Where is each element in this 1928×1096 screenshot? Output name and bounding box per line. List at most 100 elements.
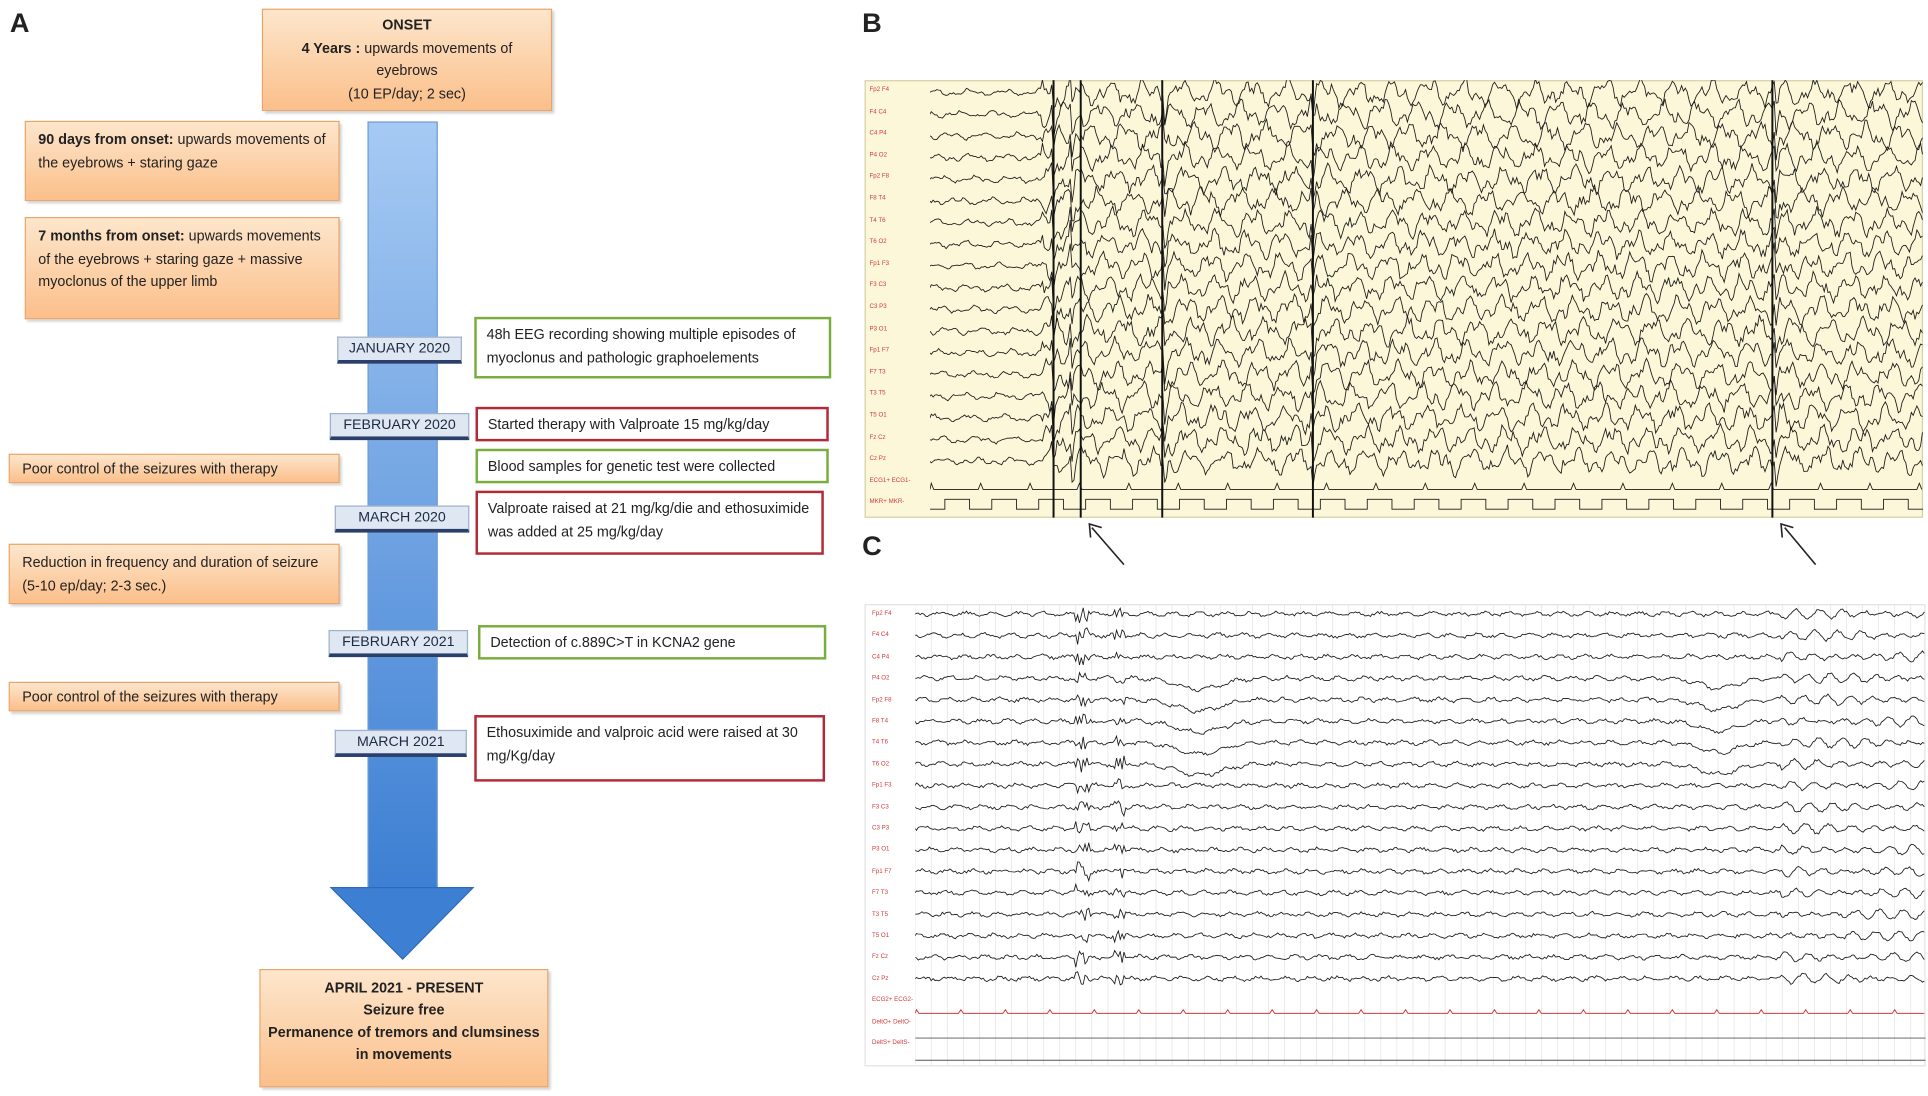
- eeg-trace: [930, 401, 1923, 444]
- event-ethosuximide-raised: Ethosuximide and valproic acid were rais…: [474, 715, 826, 782]
- left-event-poor-control-1: Poor control of the seizures with therap…: [8, 453, 340, 484]
- eeg-c-background: [864, 604, 1926, 1067]
- eeg-channel-label: T5 O1: [869, 411, 887, 420]
- eeg-trace: [930, 357, 1923, 396]
- eeg-trace: [930, 498, 1924, 510]
- eeg-trace: [930, 116, 1923, 161]
- eeg-channel-label: C4 P4: [871, 653, 890, 661]
- onset-frequency: (10 EP/day; 2 sec): [348, 85, 466, 102]
- eeg-channel-label: C3 P3: [869, 303, 887, 311]
- eeg-channel-label: Fp1 F7: [869, 346, 890, 355]
- eeg-trace: [915, 713, 1925, 735]
- date-february-2021: FEBRUARY 2021: [328, 629, 469, 658]
- onset-age: 4 Years :: [301, 40, 361, 57]
- eeg-b-arrows: [1088, 522, 1817, 566]
- eeg-trace: [930, 93, 1923, 139]
- eeg-b-traces: [930, 80, 1924, 518]
- left-event-text: upwards movements of the eyebrows + star…: [38, 131, 326, 171]
- eeg-trace: [930, 220, 1923, 268]
- eeg-trace: [915, 755, 1925, 777]
- date-february-2020: FEBRUARY 2020: [329, 413, 470, 441]
- eeg-trace: [915, 971, 1925, 986]
- eeg-channel-label: P4 O2: [871, 674, 890, 682]
- eeg-channel-label: Fp1 F3: [871, 781, 892, 790]
- eeg-channel-label: ECG1+ ECG1-: [869, 476, 911, 485]
- final-period: APRIL 2021 - PRESENT: [324, 980, 484, 997]
- left-event-reduction: Reduction in frequency and duration of s…: [8, 543, 340, 605]
- eeg-channel-label: F4 C4: [871, 631, 889, 640]
- eeg-b-arrow-1: [1091, 527, 1125, 566]
- event-started-valproate: Started therapy with Valproate 15 mg/kg/…: [475, 406, 829, 442]
- eeg-channel-label: P3 O1: [871, 846, 890, 854]
- onset-description: upwards movements of eyebrows: [360, 40, 513, 80]
- eeg-b-arrow-2: [1784, 527, 1817, 566]
- eeg-channel-label: F3 C3: [871, 803, 889, 811]
- event-blood-samples: Blood samples for genetic test were coll…: [475, 448, 829, 484]
- eeg-trace: [930, 422, 1923, 464]
- panel-c-label: C: [862, 530, 882, 561]
- eeg-trace: [915, 607, 1925, 623]
- panel-a-label: A: [9, 7, 30, 39]
- eeg-trace: [930, 375, 1923, 425]
- left-event-7-months: 7 months from onset: upwards movements o…: [24, 216, 340, 320]
- eeg-channel-label: Fp2 F4: [871, 610, 892, 618]
- eeg-channel-label: P4 O2: [869, 151, 888, 159]
- eeg-channel-label: T3 T5: [871, 910, 889, 918]
- eeg-channel-label: T6 O2: [871, 760, 890, 768]
- eeg-channel-label: F3 C3: [869, 281, 887, 289]
- eeg-trace: [930, 184, 1923, 222]
- eeg-channel-label: Cz Pz: [871, 974, 889, 983]
- left-event-text: upwards movements of the eyebrows + star…: [38, 228, 321, 290]
- eeg-channel-label: ECG2+ ECG2-: [871, 996, 914, 1004]
- eeg-channel-label: Fp1 F7: [871, 867, 892, 876]
- eeg-trace: [915, 693, 1925, 714]
- eeg-channel-label: T5 O1: [871, 932, 890, 940]
- eeg-trace: [930, 312, 1923, 359]
- eeg-trace: [915, 778, 1925, 795]
- final-status: Seizure free: [363, 1002, 445, 1019]
- eeg-channel-label: DeltS+ DeltS-: [871, 1039, 910, 1047]
- arrowhead-icon: [1780, 522, 1794, 538]
- left-event-text: Reduction in frequency and duration of s…: [22, 554, 319, 594]
- eeg-trace: [915, 842, 1925, 856]
- eeg-trace: [930, 441, 1923, 487]
- eeg-trace: [915, 800, 1925, 818]
- eeg-trace: [930, 269, 1923, 314]
- eeg-trace: [915, 1008, 1925, 1014]
- eeg-channel-label: F8 T4: [871, 717, 889, 725]
- eeg-channel-label: F4 C4: [869, 107, 887, 116]
- eeg-channel-label: F7 T3: [871, 889, 889, 897]
- eeg-channel-label: T3 T5: [869, 390, 886, 398]
- event-kcna2-detection: Detection of c.889C>T in KCNA2 gene: [477, 625, 827, 660]
- eeg-trace: [915, 861, 1925, 883]
- final-box: APRIL 2021 - PRESENT Seizure free Perman…: [259, 969, 549, 1088]
- eeg-channel-label: Fz Cz: [869, 433, 886, 441]
- eeg-channel-label: C4 P4: [869, 129, 887, 138]
- eeg-c-traces: [915, 604, 1926, 1067]
- eeg-channel-label: MKR+ MKR-: [869, 498, 905, 506]
- final-note: Permanence of tremors and clumsiness in …: [268, 1024, 540, 1063]
- eeg-channel-label: P3 O1: [869, 324, 888, 333]
- panel-b-label: B: [862, 7, 882, 39]
- eeg-trace: [915, 929, 1925, 944]
- event-valproate-raised: Valproate raised at 21 mg/kg/die and eth…: [475, 490, 824, 555]
- eeg-trace: [915, 627, 1925, 645]
- onset-box: ONSET 4 Years : upwards movements of eye…: [261, 8, 553, 111]
- left-event-poor-control-2: Poor control of the seizures with therap…: [8, 681, 340, 712]
- eeg-channel-label: T4 T6: [869, 216, 886, 224]
- arrowhead-icon: [1088, 522, 1102, 538]
- eeg-channel-label: Fp1 F3: [869, 259, 890, 268]
- eeg-trace: [930, 204, 1923, 249]
- eeg-channel-label: T4 T6: [871, 738, 889, 747]
- eeg-trace: [915, 882, 1925, 899]
- eeg-trace: [930, 242, 1923, 291]
- eeg-channel-label: Fp2 F8: [869, 173, 890, 181]
- eeg-channel-label: F7 T3: [869, 368, 886, 376]
- onset-title: ONSET: [382, 17, 432, 34]
- eeg-trace: [915, 949, 1925, 968]
- eeg-channel-label: DeltO+ DeltO-: [871, 1017, 911, 1026]
- date-january-2020: JANUARY 2020: [337, 336, 462, 364]
- eeg-trace: [930, 139, 1923, 187]
- eeg-trace: [930, 162, 1923, 203]
